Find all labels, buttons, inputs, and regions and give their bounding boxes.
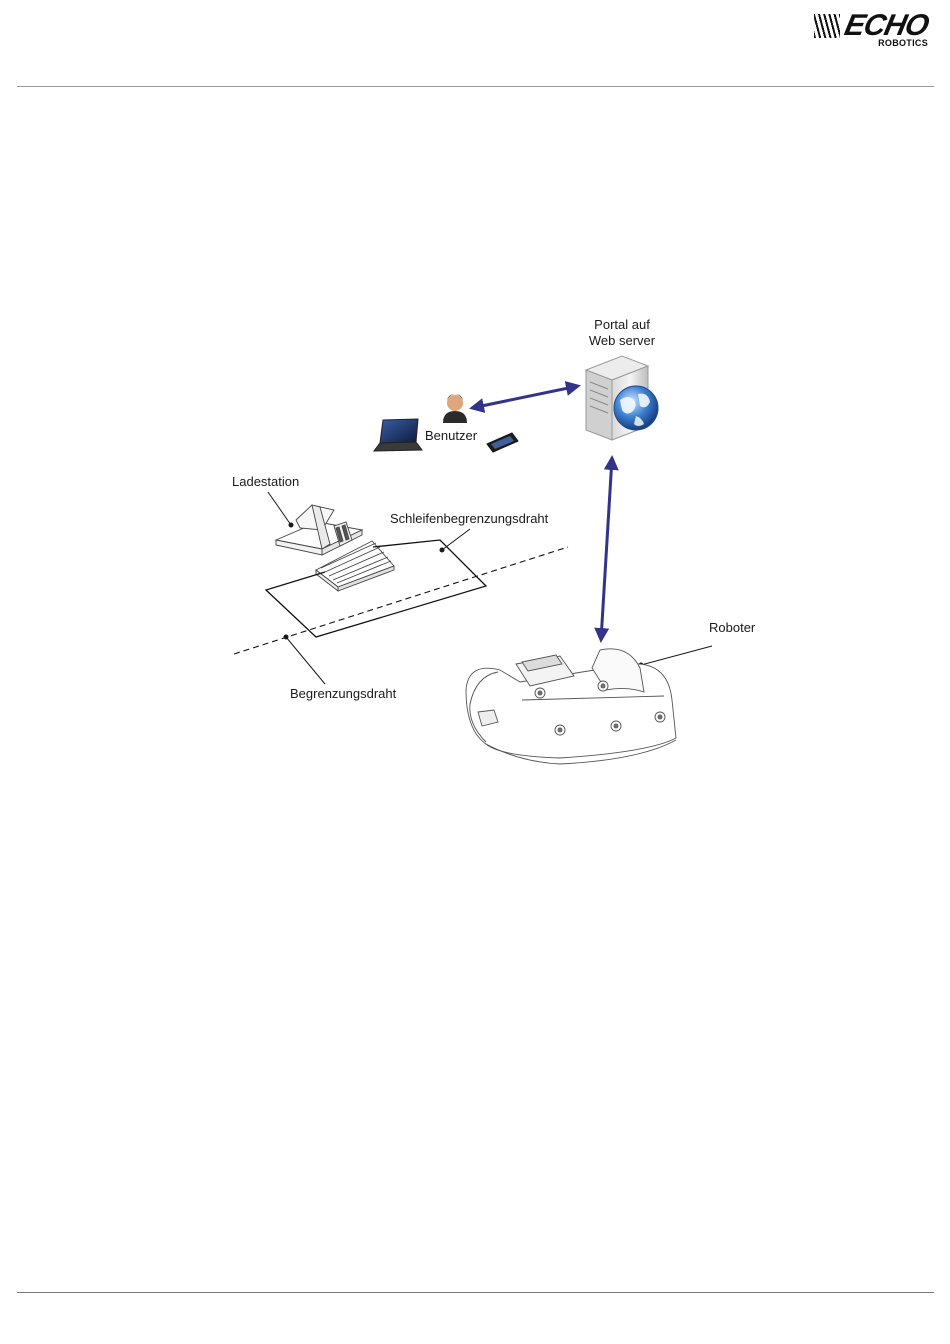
user-server-arrow	[472, 386, 578, 408]
loop-wire-pointer-dot	[440, 548, 445, 553]
server-label-line1: Portal auf	[594, 317, 650, 332]
robot-mower-icon	[466, 649, 676, 764]
boundary-wire-label: Begrenzungsdraht	[290, 686, 397, 701]
robot-leader	[641, 646, 712, 665]
footer-divider	[17, 1292, 934, 1293]
charging-station-label: Ladestation	[232, 474, 299, 489]
charging-station-leader	[268, 492, 291, 525]
charging-station-pointer-dot	[289, 523, 294, 528]
server-label-line2: Web server	[589, 333, 656, 348]
smartphone-icon	[487, 433, 518, 452]
laptop-icon	[374, 419, 422, 451]
boundary-wire-leader	[286, 637, 325, 684]
user-label: Benutzer	[425, 428, 478, 443]
server-robot-arrow	[601, 458, 612, 640]
loop-wire-label: Schleifenbegrenzungsdraht	[390, 511, 549, 526]
user-icon	[443, 394, 467, 423]
robot-label: Roboter	[709, 620, 756, 635]
loop-wire-leader	[442, 529, 470, 550]
web-server-icon	[586, 356, 658, 440]
charging-station-icon	[276, 505, 394, 591]
